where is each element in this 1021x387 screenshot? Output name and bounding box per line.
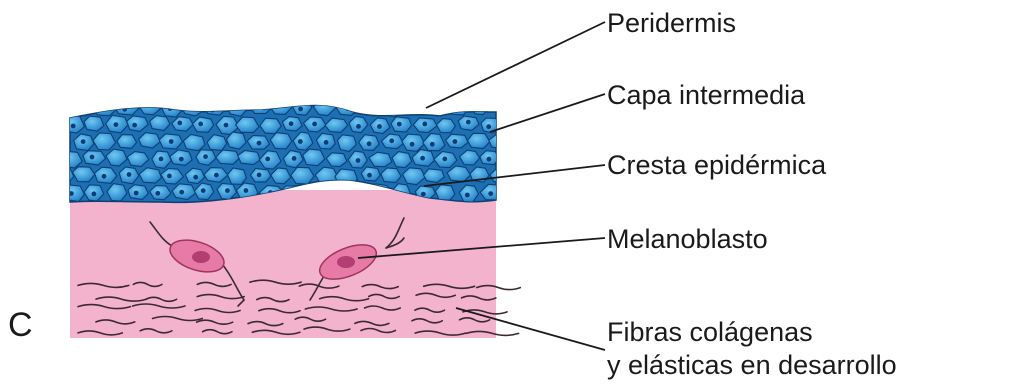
cell-nucleus bbox=[71, 124, 76, 129]
cell-nucleus bbox=[244, 188, 249, 193]
cell-nucleus bbox=[201, 188, 206, 193]
cell-nucleus bbox=[159, 157, 164, 162]
cell-nucleus bbox=[453, 139, 458, 144]
cell-nucleus bbox=[167, 174, 172, 179]
label-fibras-line2: y elásticas en desarrollo bbox=[607, 350, 897, 380]
cell-nucleus bbox=[179, 157, 184, 162]
epidermal-cell bbox=[360, 98, 381, 116]
cell-nucleus bbox=[179, 190, 184, 195]
epidermis-layer bbox=[50, 98, 512, 203]
epidermal-cell bbox=[228, 168, 247, 184]
cell-nucleus bbox=[155, 191, 160, 196]
label-melanoblasto: Melanoblasto bbox=[607, 224, 768, 254]
epidermal-cell bbox=[205, 101, 226, 115]
panel-letter: C bbox=[8, 306, 33, 344]
cell-nucleus bbox=[312, 122, 317, 127]
cell-nucleus bbox=[387, 106, 392, 111]
cell-nucleus bbox=[169, 139, 174, 144]
cell-nucleus bbox=[324, 140, 329, 145]
cell-nucleus bbox=[465, 193, 470, 198]
cell-nucleus bbox=[411, 103, 416, 108]
epidermal-cell bbox=[403, 98, 424, 115]
epidermal-cell bbox=[382, 99, 401, 117]
cell-nucleus bbox=[430, 142, 435, 147]
cell-nucleus bbox=[298, 139, 303, 144]
cell-nucleus bbox=[367, 141, 372, 146]
cell-nucleus bbox=[102, 174, 107, 179]
cell-nucleus bbox=[298, 107, 303, 112]
cell-nucleus bbox=[90, 155, 95, 160]
cell-nucleus bbox=[92, 192, 97, 197]
cell-nucleus bbox=[356, 124, 361, 129]
cell-nucleus bbox=[289, 121, 294, 126]
cell-nucleus bbox=[369, 105, 374, 110]
cell-nucleus bbox=[486, 124, 491, 129]
cell-nucleus bbox=[134, 191, 139, 196]
cell-nucleus bbox=[466, 120, 471, 125]
cell-nucleus bbox=[60, 173, 65, 178]
cell-nucleus bbox=[127, 172, 132, 177]
cell-nucleus bbox=[422, 122, 427, 127]
cell-nucleus bbox=[257, 141, 262, 146]
epidermal-cell bbox=[238, 151, 261, 165]
cell-nucleus bbox=[188, 106, 193, 111]
cell-nucleus bbox=[389, 138, 394, 143]
cell-nucleus bbox=[442, 157, 447, 162]
cell-nucleus bbox=[488, 191, 493, 196]
cell-nucleus bbox=[198, 122, 203, 127]
cell-nucleus bbox=[122, 107, 127, 112]
cell-nucleus bbox=[177, 121, 182, 126]
cell-nucleus bbox=[397, 122, 402, 127]
cell-nucleus bbox=[224, 123, 229, 128]
leader-peridermis bbox=[426, 22, 605, 108]
cell-nucleus bbox=[214, 173, 219, 178]
cell-nucleus bbox=[203, 154, 208, 159]
epidermal-cell bbox=[435, 185, 454, 200]
cell-nucleus bbox=[487, 157, 492, 162]
cell-nucleus bbox=[265, 157, 270, 162]
leader-capa-intermedia bbox=[490, 94, 605, 132]
cell-nucleus bbox=[421, 192, 426, 197]
cell-nucleus bbox=[292, 156, 297, 161]
cell-nucleus bbox=[132, 123, 137, 128]
cell-nucleus bbox=[367, 173, 372, 178]
cell-nucleus bbox=[225, 188, 230, 193]
label-capa-intermedia: Capa intermedia bbox=[607, 80, 806, 110]
cell-nucleus bbox=[420, 156, 425, 161]
epidermal-cell bbox=[117, 135, 137, 149]
label-cresta-epidermica: Cresta epidérmica bbox=[607, 150, 827, 180]
cell-nucleus bbox=[410, 142, 415, 147]
cell-nucleus bbox=[81, 139, 86, 144]
cell-nucleus bbox=[58, 138, 63, 143]
cell-nucleus bbox=[257, 173, 262, 178]
epidermal-cell bbox=[93, 98, 116, 115]
epidermal-cell bbox=[50, 99, 71, 115]
cell-nucleus bbox=[114, 122, 119, 127]
epidermal-cell bbox=[50, 133, 70, 149]
label-peridermis: Peridermis bbox=[607, 8, 736, 38]
epidermal-cell bbox=[381, 168, 401, 183]
cell-nucleus bbox=[356, 158, 361, 163]
cell-nucleus bbox=[193, 175, 198, 180]
cell-nucleus bbox=[377, 124, 382, 129]
label-fibras-line1: Fibras colágenas bbox=[607, 317, 813, 347]
epidermal-cell bbox=[64, 185, 85, 202]
dermis-layer bbox=[70, 190, 496, 338]
